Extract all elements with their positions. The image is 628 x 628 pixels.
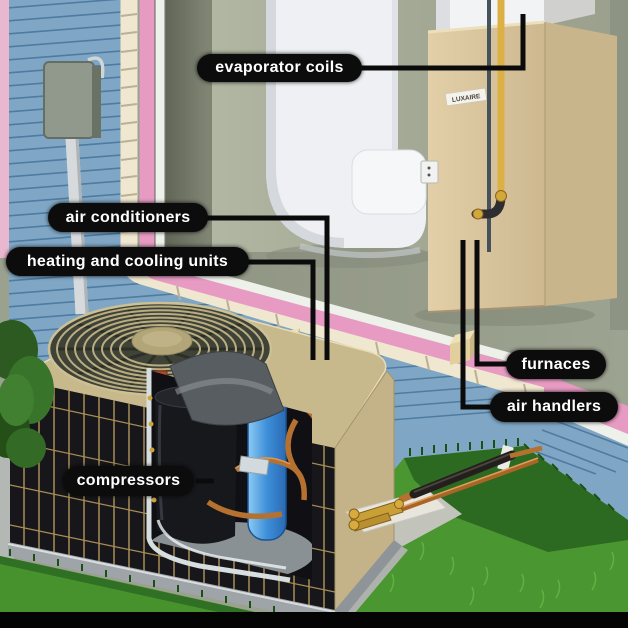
gas-fitting	[495, 190, 507, 202]
lawn-front	[0, 549, 300, 628]
base-rail	[8, 542, 335, 624]
disconnect-box	[43, 61, 95, 139]
service-wire	[87, 56, 105, 79]
insulated-suction-line	[409, 450, 517, 499]
label-air-handlers: air handlers	[490, 392, 618, 422]
label-heating-and-cooling-units: heating and cooling units	[6, 247, 249, 276]
ac-condenser-unit	[7, 301, 402, 624]
condenser-end-panel	[334, 370, 395, 614]
refrigerant-line-set	[345, 444, 543, 533]
furnace-brand-badge: LUXAIRE	[445, 88, 487, 106]
furnace-brand-text: LUXAIRE	[452, 93, 482, 104]
cutaway-edge	[146, 368, 291, 583]
leader-lines	[196, 14, 526, 484]
left-edge-pink-strip	[0, 0, 9, 258]
leader-furnaces	[474, 240, 508, 367]
leader-air-handlers	[460, 240, 494, 410]
furnace-unit: LUXAIRE	[415, 0, 617, 326]
leader-heating-cooling	[244, 259, 316, 360]
furnace-control-box	[420, 160, 439, 184]
bent-top-flap	[169, 351, 285, 426]
bush	[0, 320, 54, 468]
label-furnaces: furnaces	[506, 350, 606, 379]
coil-clamp	[238, 455, 270, 476]
bottom-letterbox-bar	[0, 612, 628, 628]
service-valves	[348, 499, 404, 532]
bathroom-fixture	[266, 0, 434, 268]
label-compressors: compressors	[63, 466, 194, 496]
grass-fringe	[409, 438, 615, 511]
leader-evaporator-coils	[360, 14, 526, 71]
supply-duct-side	[542, 0, 595, 26]
leader-air-conditioners	[205, 215, 330, 360]
furnace-side-panel	[545, 22, 617, 306]
label-air-conditioners: air conditioners	[48, 203, 208, 232]
label-evaporator-coils: evaporator coils	[197, 54, 362, 82]
